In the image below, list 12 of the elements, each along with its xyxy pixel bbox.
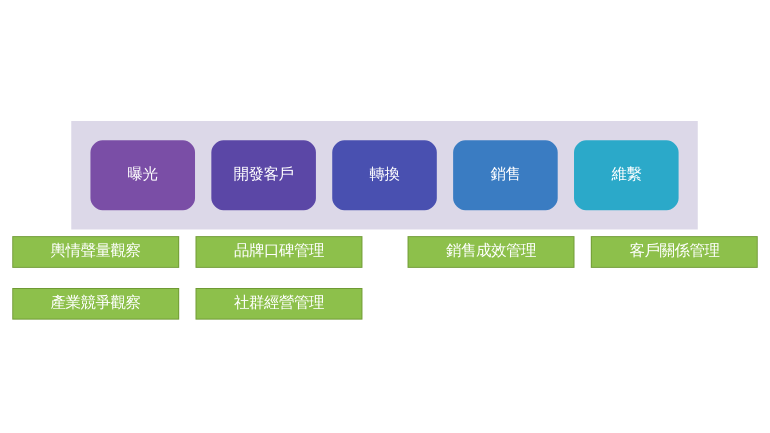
node-box: 維繫 [574,140,679,210]
node-box: 開發客戶 [211,140,316,210]
cluster [71,121,698,230]
node-box: 社群經營管理 [196,288,362,320]
node-box: 產業競爭觀察 [12,288,180,320]
node-box: 曝光 [90,140,196,210]
node-box: 轉換 [332,140,437,210]
node-box: 銷售成效管理 [408,236,574,268]
node-box: 品牌口碑管理 [196,236,362,268]
node-box: 輿情聲量觀察 [12,236,180,268]
node-box: 銷售 [453,140,558,210]
node-box: 客戶關係管理 [590,236,758,268]
